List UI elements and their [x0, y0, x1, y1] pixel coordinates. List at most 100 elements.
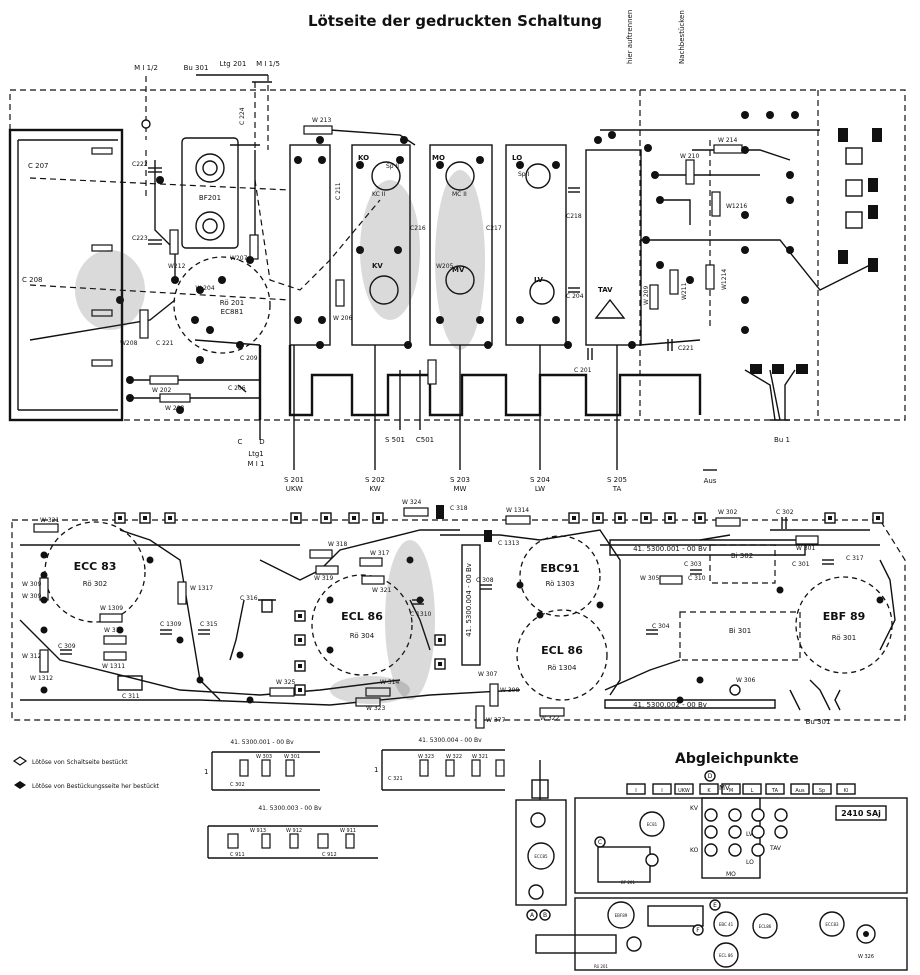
svg-text:W 323: W 323: [366, 705, 385, 712]
svg-text:S 202: S 202: [365, 476, 385, 484]
svg-text:BF 201: BF 201: [621, 880, 635, 885]
svg-text:C 206: C 206: [228, 385, 246, 392]
svg-text:EBF 89: EBF 89: [823, 610, 866, 623]
panel-tube-3: EBF89: [607, 901, 635, 929]
solder-pad: [436, 316, 444, 324]
svg-text:W 206: W 206: [333, 315, 352, 322]
solder-pad: [876, 596, 884, 604]
svg-text:C: C: [238, 438, 243, 446]
tube-ebc91: EBC91 Rö 1303: [519, 535, 601, 617]
label-ltg201: Ltg 201: [220, 60, 247, 68]
square-pad-center: [572, 516, 576, 520]
alignment-letter-marker: A: [526, 909, 538, 921]
svg-text:1: 1: [204, 768, 208, 776]
lower-subboxes: Bi 302 Bi 301: [679, 544, 801, 661]
svg-text:ECL 86: ECL 86: [341, 610, 383, 623]
svg-text:C 1313: C 1313: [498, 540, 520, 547]
square-pad-center: [644, 516, 648, 520]
solder-pad: [176, 636, 184, 644]
alignment-title: Abgleichpunkte: [675, 751, 799, 767]
solder-pad: [791, 111, 799, 119]
svg-text:C 224: C 224: [239, 107, 246, 125]
svg-text:KC II: KC II: [372, 191, 385, 198]
alignment-letter-marker: E: [709, 899, 721, 911]
svg-text:W 322: W 322: [540, 715, 559, 722]
module-002-label: 41. 5300.002 - 00 Bv: [633, 701, 707, 709]
alignment-button-label: UKW: [678, 788, 690, 794]
svg-text:W 321: W 321: [472, 754, 488, 760]
module-001-label: 41. 5300.001 - 00 Bv: [633, 545, 707, 553]
svg-text:MV: MV: [719, 784, 730, 792]
panel-trimmer-w326: W 326: [856, 924, 876, 960]
lower-resistors: [33, 507, 819, 729]
svg-text:W 301: W 301: [284, 754, 300, 760]
alignment-button: Sp: [812, 783, 832, 795]
svg-text:S 203: S 203: [450, 476, 470, 484]
svg-text:KV: KV: [372, 262, 383, 270]
square-pad-center: [352, 516, 356, 520]
solder-pad: [696, 676, 704, 684]
solder-pad: [191, 316, 199, 324]
solder-pad: [786, 171, 794, 179]
svg-text:TAV: TAV: [598, 286, 613, 294]
lower-solder-pads: [40, 512, 884, 704]
solder-pad: [236, 341, 244, 349]
svg-text:EC881: EC881: [221, 308, 244, 316]
solder-pad: [628, 341, 636, 349]
alignment-button: K: [699, 783, 719, 795]
svg-text:D: D: [259, 438, 264, 446]
solder-pad: [316, 136, 324, 144]
square-pad-center: [298, 638, 302, 642]
solder-pad: [608, 131, 616, 139]
solder-pad: [656, 261, 664, 269]
svg-text:W 326: W 326: [858, 954, 874, 960]
alignment-id: 2410 SAj: [841, 809, 881, 818]
svg-text:EBC 41: EBC 41: [719, 922, 734, 927]
square-pad-center: [698, 516, 702, 520]
svg-text:W 322: W 322: [446, 754, 462, 760]
svg-text:C 211: C 211: [335, 182, 342, 200]
solder-pad: [206, 326, 214, 334]
solder-pad: [116, 626, 124, 634]
solder-pad: [196, 286, 204, 294]
svg-text:C223: C223: [132, 235, 148, 242]
solder-pad: [596, 601, 604, 609]
svg-text:C 316: C 316: [240, 595, 258, 602]
svg-text:41. 5300.003 - 00 Bv: 41. 5300.003 - 00 Bv: [258, 805, 322, 812]
solder-pad: [651, 171, 659, 179]
solder-pad: [484, 341, 492, 349]
upper-traces: [29, 129, 871, 470]
solder-pad: [786, 196, 794, 204]
svg-text:Sp I: Sp I: [518, 171, 530, 178]
solder-pad: [741, 211, 749, 219]
svg-text:W 319: W 319: [314, 575, 333, 582]
lower-labels: W 321 W 309 W 309 W 312 W 1312 C 309 W 1…: [22, 499, 864, 726]
svg-text:W208: W208: [120, 340, 138, 347]
svg-text:W 1309: W 1309: [100, 605, 123, 612]
alignment-button-label: K: [707, 788, 711, 794]
solder-pad: [516, 161, 524, 169]
solder-pad: [476, 316, 484, 324]
svg-text:KO: KO: [358, 154, 369, 162]
svg-text:W 302: W 302: [718, 509, 737, 516]
svg-text:Ltg1: Ltg1: [248, 450, 264, 458]
svg-text:W 203: W 203: [165, 405, 184, 412]
svg-text:S 501: S 501: [385, 436, 405, 444]
solder-pad: [318, 156, 326, 164]
svg-text:MV: MV: [452, 266, 465, 274]
svg-text:W 1312: W 1312: [30, 675, 53, 682]
solder-pad: [766, 111, 774, 119]
svg-text:W1214: W1214: [721, 269, 728, 290]
svg-text:ECL86: ECL86: [759, 924, 772, 929]
solder-pad: [400, 136, 408, 144]
note-retrofit: Nachbestücken: [678, 10, 686, 64]
solder-pad: [294, 316, 302, 324]
svg-text:Bu 301: Bu 301: [806, 718, 831, 726]
alignment-button-label: TA: [771, 788, 779, 794]
solder-pad: [326, 596, 334, 604]
svg-text:ECL 86: ECL 86: [541, 644, 583, 657]
diagram-title: Lötseite der gedruckten Schaltung: [308, 12, 602, 30]
svg-text:W 317: W 317: [370, 550, 389, 557]
tube-ec881: Rö 201 EC881 W 204: [173, 256, 271, 354]
